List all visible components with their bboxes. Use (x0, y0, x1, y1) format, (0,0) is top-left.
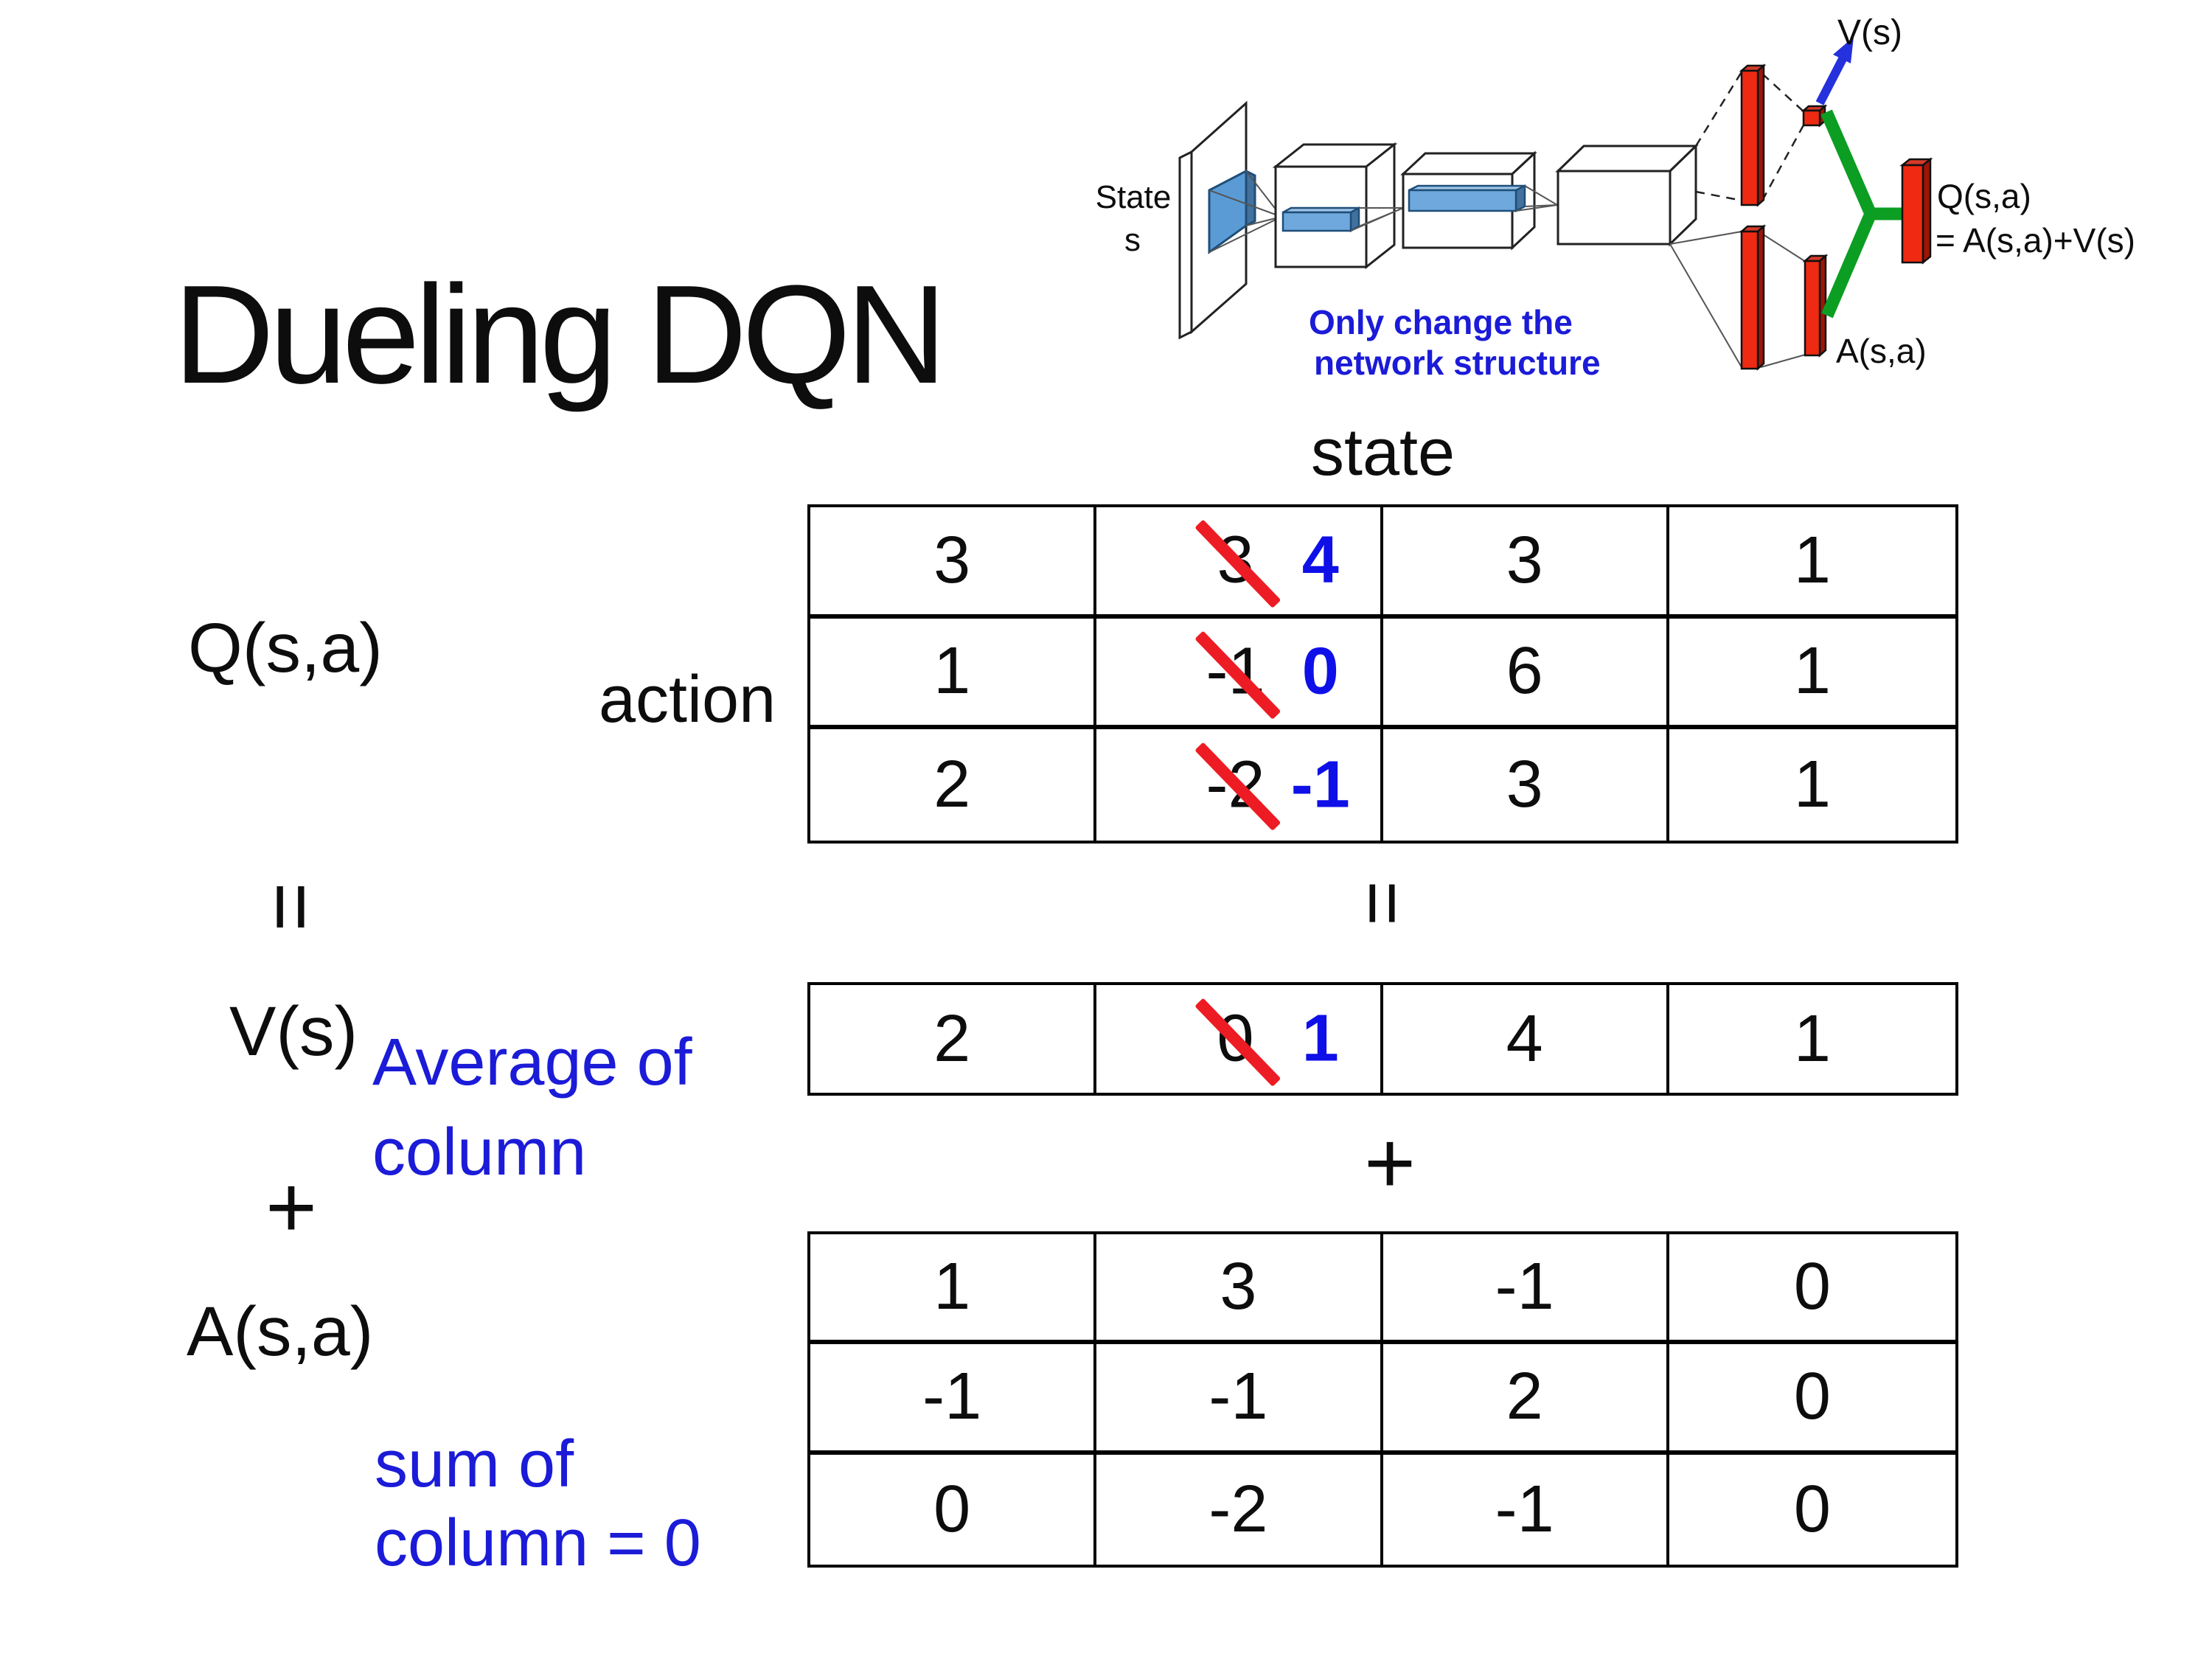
conv-filter-wedge (1208, 169, 1256, 254)
q-cell-r2-c1: -2 -1 (1096, 729, 1383, 841)
a-cell-r2-c0: 0 (810, 1454, 1097, 1565)
note-line1: Only change the (1309, 303, 1573, 341)
q-cell-r1-c0: 1 (810, 618, 1097, 730)
v-value-row: 2 0 1 4 1 (807, 982, 1958, 1096)
a-cell-r1-c2: 2 (1382, 1344, 1669, 1455)
q-output-bar (1899, 157, 1933, 265)
q-cell-r0-c3: 1 (1669, 507, 1955, 619)
a-cell-r2-c1: -2 (1096, 1454, 1383, 1565)
q-cell-r1-c3: 1 (1669, 619, 1955, 730)
page-title: Dueling DQN (173, 257, 947, 413)
state-input-label-line1: State (1096, 179, 1172, 215)
fan-lines-2 (1350, 207, 1404, 232)
q-new-value: -1 (1290, 748, 1350, 822)
v-output-label: V(s) (1837, 13, 1902, 52)
a-cell-r0-c3: 0 (1669, 1234, 1955, 1345)
aggregator-y-connector (1820, 109, 1902, 319)
v-new-value: 1 (1301, 1001, 1339, 1076)
a-vector-node (1802, 254, 1829, 358)
average-note-line1: Average of (372, 1026, 692, 1099)
q-new-value: 4 (1301, 523, 1339, 597)
conv-box-1 (1272, 142, 1398, 270)
conv-box-3 (1555, 143, 1699, 247)
solid-a-branch-lines (1669, 231, 1809, 368)
v-scalar-node (1801, 104, 1828, 128)
q-output-formula: = A(s,a)+V(s) (1935, 221, 2135, 260)
a-cell-r0-c2: -1 (1382, 1234, 1669, 1345)
q-cell-r0-c2: 3 (1382, 507, 1669, 619)
a-cell-r2-c3: 0 (1793, 1472, 1831, 1546)
plus-between-tables: + (1363, 1113, 1416, 1212)
v-cell-c2: 4 (1383, 985, 1669, 1093)
v-arrow (1815, 37, 1854, 105)
state-input-label-line2: s (1124, 222, 1141, 258)
fan-lines-3 (1515, 185, 1558, 212)
v-cell-c3: 1 (1793, 1001, 1831, 1076)
a-cell-r2-c2: -1 (1383, 1454, 1669, 1565)
a-cell-r0-c1: 3 (1096, 1234, 1383, 1345)
note-line2: network structure (1314, 344, 1601, 382)
advantage-table: 1 3 -1 0 -1 -1 2 0 0 -2 -1 0 (807, 1231, 1958, 1568)
q-value-table: 3 3 4 3 1 1 -1 0 6 1 2 -2 -1 3 1 (807, 504, 1958, 844)
feature-slab-1 (1281, 206, 1360, 233)
equation-v-label: V(s) (229, 992, 358, 1071)
q-cell-r1-c1: -1 0 (1096, 618, 1383, 730)
network-architecture-diagram: State s V(s) Q(s,a) = A(s,a)+V(s) A(s,a)… (1096, 13, 2135, 382)
q-cell-r2-c0: 2 (810, 729, 1097, 841)
fc-bar-a-hidden (1739, 224, 1767, 371)
q-cell-r0-c1: 3 4 (1096, 507, 1383, 619)
q-cell-r1-c2: 6 (1382, 618, 1669, 730)
q-cell-r2-c3: 1 (1793, 748, 1831, 822)
equation-equals-left: = (244, 882, 338, 932)
v-cell-c0: 2 (810, 985, 1097, 1093)
q-cell-r0-c0: 3 (810, 507, 1097, 619)
feature-slab-2 (1408, 184, 1526, 213)
a-cell-r1-c0: -1 (810, 1344, 1097, 1455)
q-output-label: Q(s,a) (1937, 177, 2031, 215)
q-cell-r2-c2: 3 (1383, 729, 1669, 841)
average-note-line2: column (372, 1116, 587, 1189)
a-cell-r0-c0: 1 (810, 1234, 1097, 1345)
equation-q-label: Q(s,a) (188, 609, 383, 687)
sum-note-line1: sum of (375, 1427, 574, 1501)
equation-a-label: A(s,a) (187, 1293, 374, 1371)
action-axis-label: action (599, 663, 776, 737)
equals-between-tables: = (1340, 880, 1426, 926)
dashed-v-branch-lines (1694, 70, 1806, 202)
state-axis-label: state (1310, 416, 1455, 490)
equation-plus-left: + (265, 1158, 318, 1256)
a-output-label: A(s,a) (1836, 332, 1927, 370)
sum-note-line2: column = 0 (375, 1506, 701, 1580)
a-cell-r1-c3: 0 (1669, 1344, 1955, 1455)
v-cell-c1: 0 1 (1096, 985, 1383, 1093)
fc-bar-v-hidden (1739, 63, 1767, 207)
q-new-value: 0 (1301, 634, 1339, 709)
a-cell-r1-c1: -1 (1096, 1344, 1383, 1455)
